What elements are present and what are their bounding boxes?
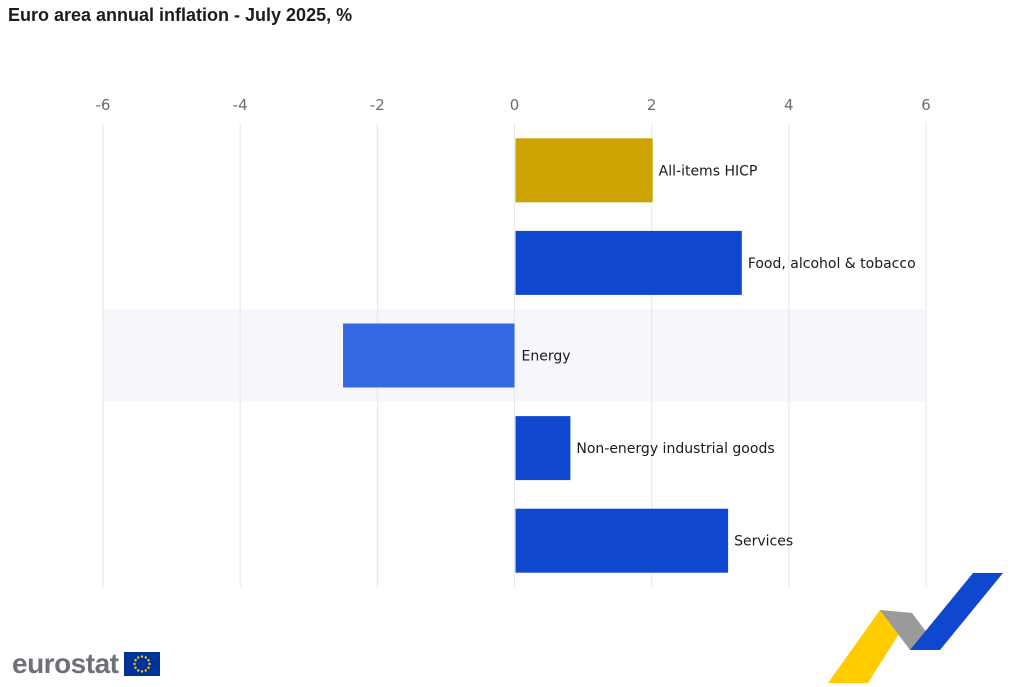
ribbon-yellow-segment	[828, 610, 912, 683]
ribbon-blue-segment	[910, 573, 1003, 650]
eu-star-icon	[137, 656, 140, 659]
eu-star-icon	[133, 662, 137, 666]
eu-star-icon	[147, 666, 151, 669]
eu-star-icon	[145, 669, 148, 672]
x-tick-label: -6	[96, 96, 111, 114]
x-tick-label: 6	[921, 96, 931, 114]
x-tick-label: -4	[233, 96, 248, 114]
logo-wordmark: eurostat	[12, 648, 119, 679]
page-title: Euro area annual inflation - July 2025, …	[8, 5, 353, 25]
eurostat-logo: eurostat	[12, 648, 161, 680]
eurostat-ribbon-decoration	[828, 573, 1003, 683]
bar-category-label: Energy	[522, 349, 571, 365]
eu-star-icon	[145, 656, 148, 659]
eu-flag-icon	[124, 652, 161, 676]
x-tick-label: 4	[784, 96, 794, 114]
bar[interactable]	[515, 138, 653, 203]
bar[interactable]	[343, 323, 515, 388]
x-tick-label: -2	[370, 96, 385, 114]
bar-category-label: Non-energy industrial goods	[576, 441, 774, 457]
eu-star-icon	[137, 669, 140, 672]
eu-star-icon	[134, 666, 138, 669]
bar[interactable]	[515, 508, 729, 573]
eu-star-icon	[134, 659, 138, 662]
eu-star-icon	[147, 659, 151, 662]
bar-category-label: All-items HICP	[659, 163, 758, 179]
x-tick-label: 0	[510, 96, 520, 114]
x-tick-label: 2	[647, 96, 657, 114]
eu-star-icon	[141, 655, 144, 658]
eu-star-icon	[141, 670, 144, 673]
bar-category-label: Food, alcohol & tobacco	[748, 256, 916, 272]
bar-category-label: Services	[734, 534, 793, 550]
eu-star-icon	[148, 662, 152, 666]
bar[interactable]	[515, 416, 571, 481]
bar[interactable]	[515, 230, 742, 295]
